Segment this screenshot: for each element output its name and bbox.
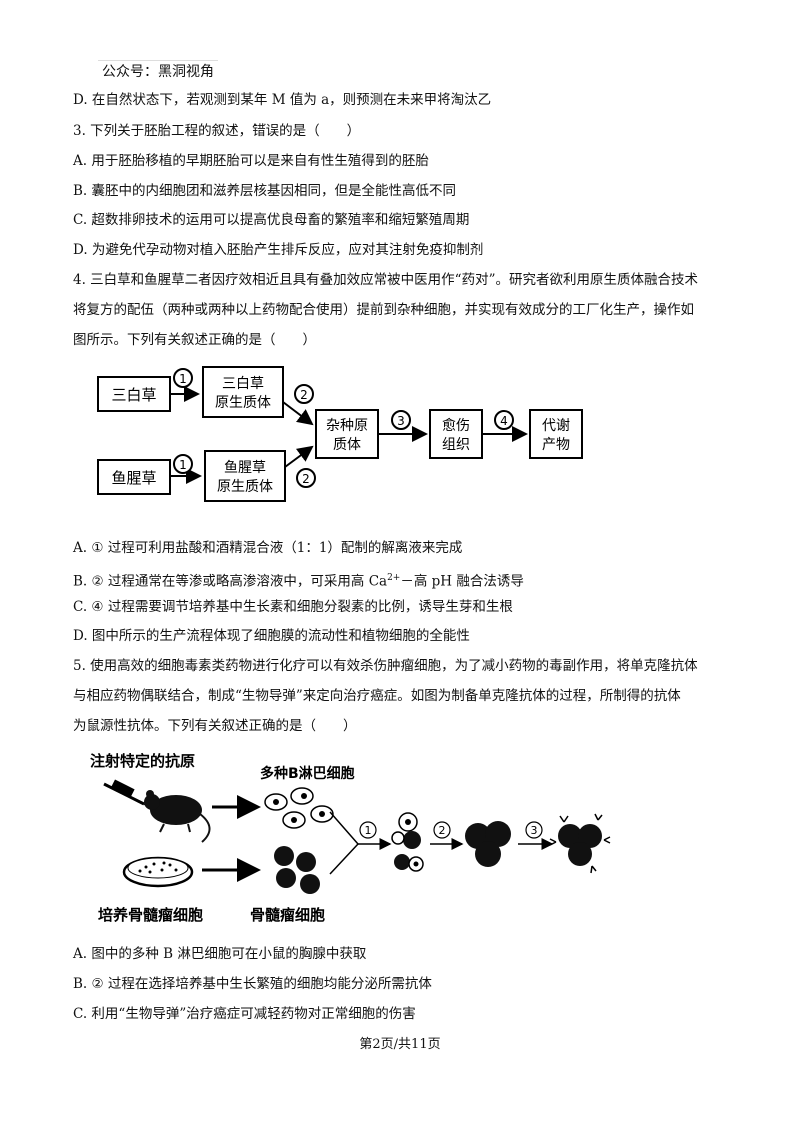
- step-3-marker: [391, 410, 411, 430]
- step-2-top-marker: [294, 384, 314, 404]
- q4-option-b: B. ② 过程通常在等渗或略高渗溶液中，可采用高 Ca2+－高 pH 融合法诱导: [73, 568, 524, 592]
- q3-option-c: C. 超数排卵技术的运用可以提高优良母畜的繁殖率和缩短繁殖周期: [73, 212, 470, 228]
- q4-stem-line1: 4. 三白草和鱼腥草二者因疗效相近且具有叠加效应常被中医用作“药对”。研究者欲利…: [73, 272, 698, 288]
- mouse-icon: [144, 790, 211, 843]
- q3-stem-pre: 3. 下列关于胚胎工程的叙述，: [73, 123, 253, 139]
- label-inject-antigen: 注射特定的抗原: [90, 752, 195, 770]
- box-callus-l2: 组织: [442, 437, 470, 453]
- myeloma-cells: [274, 846, 320, 894]
- box-sanbaicao-protoplast-l1: 三白草: [222, 376, 264, 392]
- q4-option-a: A. ① 过程可利用盐酸和酒精混合液（1：1）配制的解离液来完成: [73, 540, 463, 556]
- step-2-bottom-label: 2: [302, 472, 310, 486]
- q3-option-b: B. 囊胚中的内细胞团和滋养层核基因相同，但是全能性高低不同: [73, 183, 457, 199]
- q3-stem-post: 的是（ ）: [279, 123, 361, 139]
- petri-dish-icon: [122, 856, 194, 888]
- step-2-top-label: 2: [300, 388, 308, 402]
- q3-option-d: D. 为避免代孕动物对植入胚胎产生排斥反应，应对其注射免疫抑制剂: [73, 242, 484, 258]
- q4-option-c: C. ④ 过程需要调节培养基中生长素和细胞分裂素的比例，诱导生芽和生根: [73, 599, 513, 615]
- step2-marker: [433, 821, 451, 839]
- box-yuxingcao: [97, 459, 171, 495]
- step-1-top-marker: [173, 368, 193, 388]
- watermark: 公众号：黑洞视角: [98, 60, 218, 81]
- q4-stem-line2: 将复方的配伍（两种或两种以上药物配合使用）提前到杂种细胞，并实现有效成分的工厂化…: [73, 302, 694, 318]
- box-sanbaicao-protoplast-l2: 原生质体: [215, 395, 271, 411]
- box-callus-l1: 愈伤: [442, 418, 470, 434]
- q5-option-a: A. 图中的多种 B 淋巴细胞可在小鼠的胸腺中获取: [73, 946, 367, 962]
- protoplast-fusion-diagram: 三白草 1 三白草 原生质体 2 鱼腥草 1 鱼腥草 原生质体 2 杂种原 质体…: [97, 366, 583, 502]
- q3-emphasis-text: 错误: [252, 123, 280, 139]
- box-hybrid-l1: 杂种原: [326, 418, 368, 434]
- hybridoma-cells: [465, 821, 511, 867]
- step-3-label: 3: [397, 414, 405, 428]
- box-yuxingcao-protoplast-l2: 原生质体: [217, 479, 273, 495]
- q5-stem-line1: 5. 使用高效的细胞毒素类药物进行化疗可以有效杀伤肿瘤细胞，为了减小药物的毒副作…: [73, 658, 698, 674]
- fused-cells: [391, 812, 424, 872]
- arrow-2-top: [282, 401, 314, 426]
- box-hybrid-l2: 质体: [333, 437, 361, 453]
- step-1-bottom-label: 1: [179, 458, 187, 472]
- box-yuxingcao-protoplast: [204, 450, 286, 502]
- step3-marker: [525, 821, 543, 839]
- q3-option-a: A. 用于胚胎移植的早期胚胎可以是来自有性生殖得到的胚胎: [73, 153, 429, 169]
- q5-stem-line2: 与相应药物偶联结合，制成“生物导弹”来定向治疗癌症。如图为制备单克隆抗体的过程，…: [73, 688, 681, 704]
- box-yuxingcao-protoplast-l1: 鱼腥草: [224, 459, 266, 476]
- step1-marker: [359, 821, 377, 839]
- step-4-label: 4: [500, 414, 508, 428]
- q4-option-d: D. 图中所示的生产流程体现了细胞膜的流动性和植物细胞的全能性: [73, 628, 470, 644]
- emphasis-dots: ··: [254, 120, 273, 131]
- page-footer: 第2页/共11页: [359, 1037, 441, 1052]
- box-metabolite-l2: 产物: [542, 437, 570, 453]
- q2-option-d: D. 在自然状态下，若观测到某年 M 值为 a，则预测在未来甲将淘汰乙: [73, 92, 492, 108]
- q3-emphasis: ··错误: [252, 120, 280, 139]
- box-sanbaicao-protoplast: [202, 366, 284, 418]
- label-myeloma-cells: 骨髓瘤细胞: [250, 906, 325, 924]
- step-4-marker: [494, 410, 514, 430]
- merge-line-bottom: [329, 843, 359, 875]
- q4-option-b-pre: B. ② 过程通常在等渗或略高渗溶液中，可采用高 Ca: [73, 573, 388, 590]
- arrow-2-bottom: [284, 445, 314, 468]
- step-2-bottom-marker: [296, 468, 316, 488]
- step3-label: 3: [531, 824, 538, 837]
- q5-option-b: B. ② 过程在选择培养基中生长繁殖的细胞均能分泌所需抗体: [73, 976, 432, 992]
- merge-line-top: [329, 811, 359, 845]
- step2-label: 2: [439, 824, 446, 837]
- q4-stem-line3: 图所示。下列有关叙述正确的是（ ）: [73, 332, 316, 348]
- step-1-top-label: 1: [179, 372, 187, 386]
- q4-option-b-post: －高 pH 融合法诱导: [400, 573, 524, 590]
- box-metabolite-l1: 代谢: [542, 418, 570, 434]
- q5-stem-line3: 为鼠源性抗体。下列有关叙述正确的是（ ）: [73, 718, 357, 734]
- step-1-bottom-marker: [173, 454, 193, 474]
- box-sanbaicao-label: 三白草: [111, 386, 156, 404]
- label-b-lymphocytes: 多种B淋巴细胞: [260, 765, 355, 782]
- q5-option-c: C. 利用“生物导弹”治疗癌症可减轻药物对正常细胞的伤害: [73, 1006, 416, 1022]
- label-culture-myeloma: 培养骨髓瘤细胞: [98, 906, 203, 924]
- box-yuxingcao-label: 鱼腥草: [111, 469, 156, 487]
- b-lymphocyte-cells: [264, 787, 334, 829]
- box-metabolite: [529, 409, 583, 459]
- monoclonal-antibody-diagram: 注射特定的抗原 多种B淋巴细胞: [90, 752, 611, 924]
- antibody-secreting-cells: [549, 813, 611, 874]
- q3-stem: 3. 下列关于胚胎工程的叙述，··错误的是（ ）: [73, 120, 361, 141]
- step1-label: 1: [365, 824, 372, 837]
- q4-option-b-sup: 2+: [387, 573, 401, 583]
